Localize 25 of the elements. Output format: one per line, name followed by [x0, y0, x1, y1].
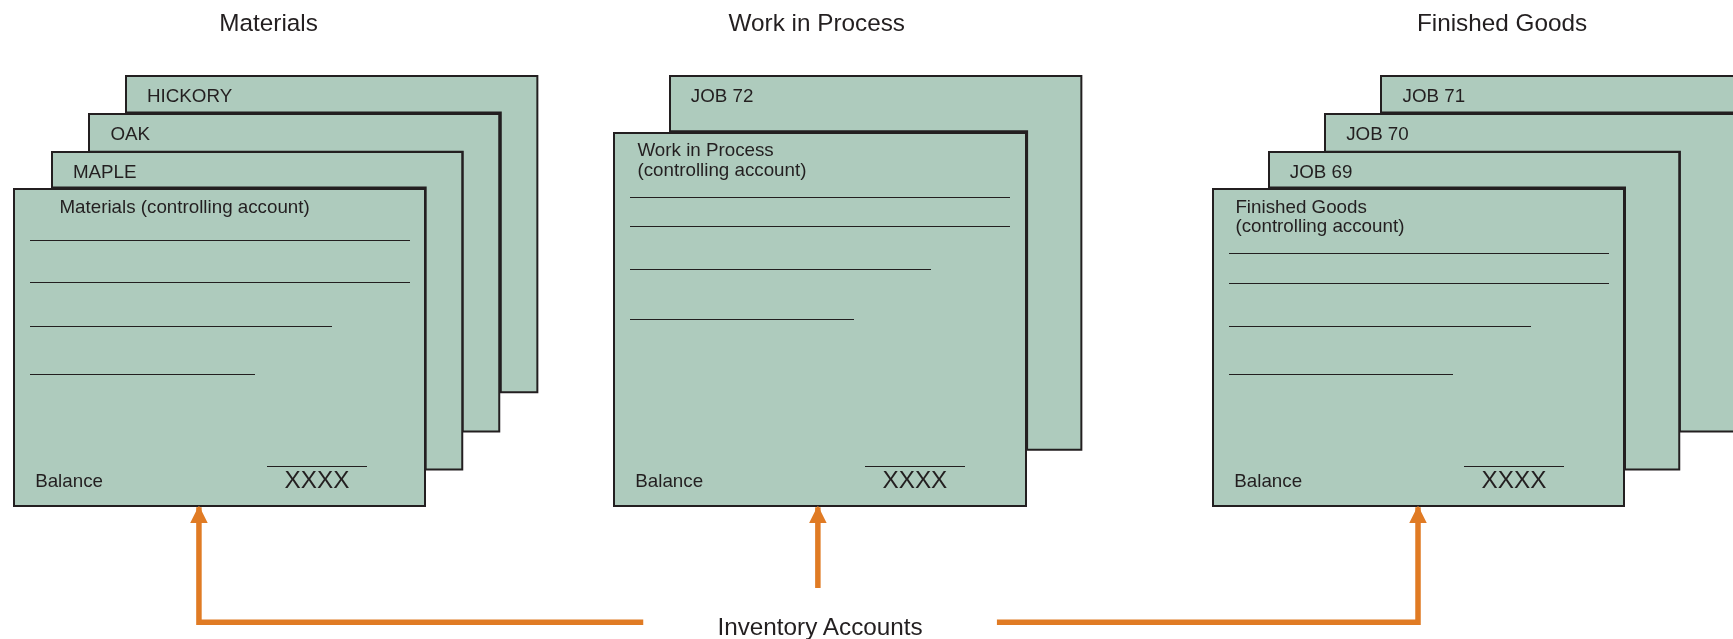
balance-amount: XXXX [267, 465, 367, 493]
account-name: OAK [110, 122, 151, 145]
balance-label: Balance [635, 470, 704, 493]
ledger-card [613, 131, 1027, 508]
arrow [809, 505, 827, 588]
column-heading: Materials [219, 8, 318, 37]
balance-label: Balance [1234, 470, 1303, 493]
account-name: JOB 72 [690, 85, 754, 108]
account-title: Materials (controlling account) [59, 196, 311, 217]
account-title: Work in Process (controlling account) [637, 140, 808, 180]
account-name: JOB 70 [1346, 122, 1409, 145]
account-name: JOB 69 [1289, 161, 1353, 184]
arrow [190, 505, 644, 625]
column-heading: Finished Goods [1416, 8, 1588, 37]
column-heading: Work in Process [728, 8, 905, 37]
balance-label: Balance [35, 470, 103, 493]
account-name: JOB 71 [1402, 85, 1466, 108]
account-name: HICKORY [147, 85, 233, 108]
ledger-card [13, 187, 426, 508]
balance-amount: XXXX [1464, 465, 1564, 493]
ledger-card [1212, 187, 1625, 508]
arrow [996, 505, 1427, 625]
account-name: MAPLE [72, 161, 137, 184]
balance-amount: XXXX [865, 465, 965, 493]
account-title: Finished Goods (controlling account) [1235, 196, 1406, 236]
